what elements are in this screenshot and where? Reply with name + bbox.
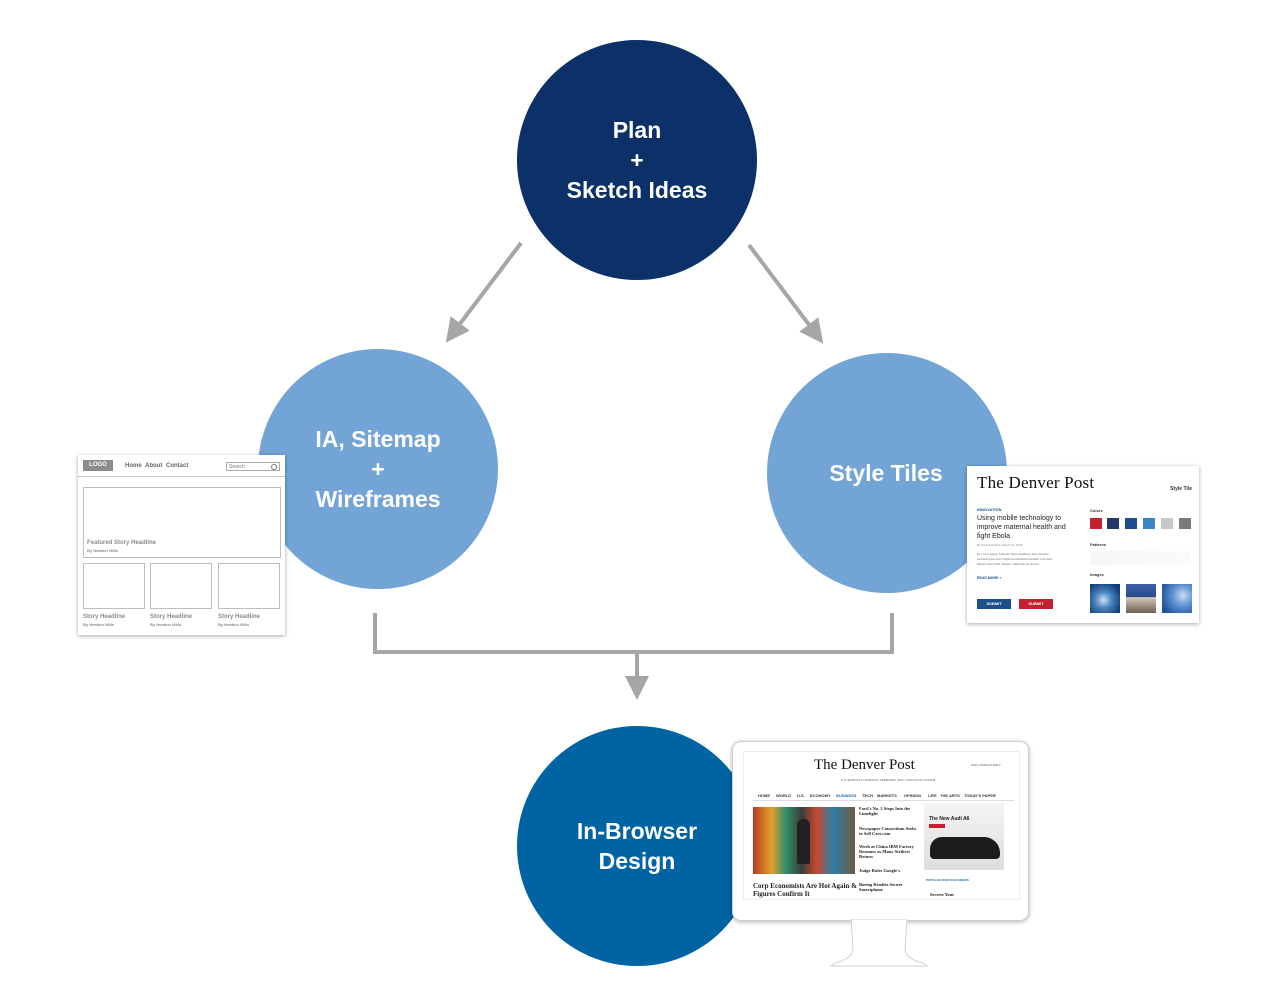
wireframe-featured-headline: Featured Story Headline — [87, 540, 157, 546]
style-tile-read-more: READ MORE > — [977, 576, 1002, 580]
monitor-popular-item: Secrets Your — [930, 892, 955, 897]
monitor-nav-economy: ECONOMY — [810, 793, 831, 798]
wireframe-story-box-3 — [218, 563, 280, 609]
wireframe-search: Search — [226, 462, 280, 471]
monitor-ad: The New Audi A6 — [924, 803, 1004, 870]
wireframe-nav-contact: Contact — [166, 463, 189, 469]
wireframe-featured-box — [83, 487, 281, 558]
car-icon — [930, 837, 1000, 859]
image-network — [1162, 584, 1192, 613]
monitor-ad-button — [929, 824, 945, 828]
monitor-nav-arts: THE ARTS — [940, 793, 960, 798]
monitor-nav-us: U.S. — [797, 793, 805, 798]
monitor-stand — [829, 919, 929, 967]
wireframe-featured-byline: By Heather Mills — [87, 548, 119, 553]
wireframe-thumbnail: LOGO Home About Contact Search Featured … — [78, 455, 285, 635]
wireframe-nav-about: About — [145, 463, 163, 469]
monitor-masthead: The Denver Post — [814, 757, 915, 773]
swatch-light-gray — [1161, 518, 1173, 529]
wireframe-story-headline-3: Story Headline — [218, 614, 261, 620]
wireframe-nav-home: Home — [125, 463, 142, 469]
monitor-nav-world: WORLD — [776, 793, 792, 798]
monitor-nav-home: HOME — [758, 793, 770, 798]
style-label: Style Tiles — [829, 460, 943, 486]
wireframe-story-headline-1: Story Headline — [83, 614, 126, 620]
monitor-side-headline-2: Newspaper Consortium Seeks to Sell Cars.… — [859, 826, 917, 836]
arrow-plan-to-style — [747, 243, 824, 344]
monitor-side-headline-1: Ford's No. 2 Steps Into the Limelight — [859, 806, 911, 816]
swatch-red — [1090, 518, 1102, 529]
monitor-nav-markets: MARKETS — [877, 793, 897, 798]
swatch-gray — [1179, 518, 1191, 529]
style-tile-body: In a new paper, Darrell West examines ho… — [977, 552, 1052, 566]
style-tile-thumbnail: The Denver Post Style Tile INNOVATION Us… — [967, 466, 1199, 623]
monitor-side-headline-3: Work at China IBM Factory Resumes as Man… — [859, 844, 914, 859]
wireframe-story-box-1 — [83, 563, 145, 609]
monitor-nav-opinion: OPINION — [904, 793, 921, 798]
wireframe-story-byline-1: By Heather Mills — [83, 622, 115, 627]
monitor-edition: U.S. EDITION ▾ THURSDAY FEBRUARY 26TH, 2… — [841, 778, 936, 782]
search-icon — [271, 464, 277, 470]
monitor-mockup: The Denver Post U.S. EDITION ▾ THURSDAY … — [732, 741, 1029, 921]
style-tile-byline: By Darrell M West March 11, 2015 — [977, 543, 1023, 547]
style-tile-submit-blue: SUBMIT — [977, 599, 1011, 609]
wireframe-search-label: Search — [229, 464, 245, 470]
swatch-navy — [1107, 518, 1119, 529]
monitor-photo-person — [797, 819, 810, 864]
monitor-nav-tech: TECH — [862, 793, 873, 798]
monitor-screen: The Denver Post U.S. EDITION ▾ THURSDAY … — [743, 751, 1020, 900]
swatch-light-blue — [1143, 518, 1155, 529]
style-tile-images-label: Images — [1090, 572, 1104, 577]
ia-label-3: Wireframes — [315, 486, 441, 512]
monitor-ad-headline: The New Audi A6 — [929, 816, 970, 822]
wireframe-story-headline-2: Story Headline — [150, 614, 193, 620]
swatch-blue — [1125, 518, 1137, 529]
wireframe-story-byline-3: By Heather Mills — [218, 622, 250, 627]
plan-label-3: Sketch Ideas — [566, 177, 708, 203]
wireframe-logo: LOGO — [83, 460, 113, 471]
monitor-nav-todays-paper: TODAY'S PAPER — [964, 793, 996, 798]
browser-label-2: Design — [598, 848, 676, 874]
wireframe-divider — [78, 476, 285, 477]
style-tile-masthead: The Denver Post — [977, 473, 1095, 492]
image-speaker — [1126, 584, 1156, 613]
monitor-side-headline-5: Boeing Readies Secure Smartphone — [859, 882, 903, 892]
merge-bracket — [373, 613, 894, 654]
wireframe-story-box-2 — [150, 563, 212, 609]
plan-node: Plan + Sketch Ideas — [517, 40, 757, 280]
monitor-signin: SIGN IN/REGISTER ▾ — [971, 763, 1001, 767]
monitor-nav-divider — [752, 800, 1014, 801]
style-tile-label: Style Tile — [1170, 486, 1192, 492]
style-tile-patterns-label: Patterns — [1090, 542, 1107, 547]
plan-label-1: Plan — [612, 117, 662, 143]
browser-label-1: In-Browser — [576, 818, 698, 844]
in-browser-node: In-Browser Design — [517, 726, 757, 966]
monitor-popular-label: POPULAR NOW IN BUSINESS — [926, 878, 969, 882]
plan-label-2: + — [630, 147, 644, 173]
style-tile-submit-red: SUBMIT — [1019, 599, 1053, 609]
style-tile-colors-label: Colors — [1090, 508, 1103, 513]
monitor-lead-headline: Corp Economists Are Hot Again & Figures … — [753, 882, 857, 898]
image-globe — [1090, 584, 1120, 613]
monitor-lead-photo — [753, 807, 855, 874]
ia-node: IA, Sitemap + Wireframes — [258, 349, 498, 589]
arrow-plan-to-ia — [445, 241, 523, 343]
style-tile-kicker: INNOVATION — [977, 507, 1002, 512]
ia-label-2: + — [371, 456, 385, 482]
monitor-nav-business: BUSINESS — [836, 793, 857, 798]
monitor-side-headline-4: Judge Rules Google's — [859, 868, 901, 873]
style-tile-headline: Using mobile technology to improve mater… — [977, 515, 1066, 540]
pattern-strip — [1090, 551, 1190, 565]
ia-label-1: IA, Sitemap — [315, 426, 441, 452]
wireframe-story-byline-2: By Heather Mills — [150, 622, 182, 627]
monitor-nav-life: LIFE — [928, 793, 937, 798]
